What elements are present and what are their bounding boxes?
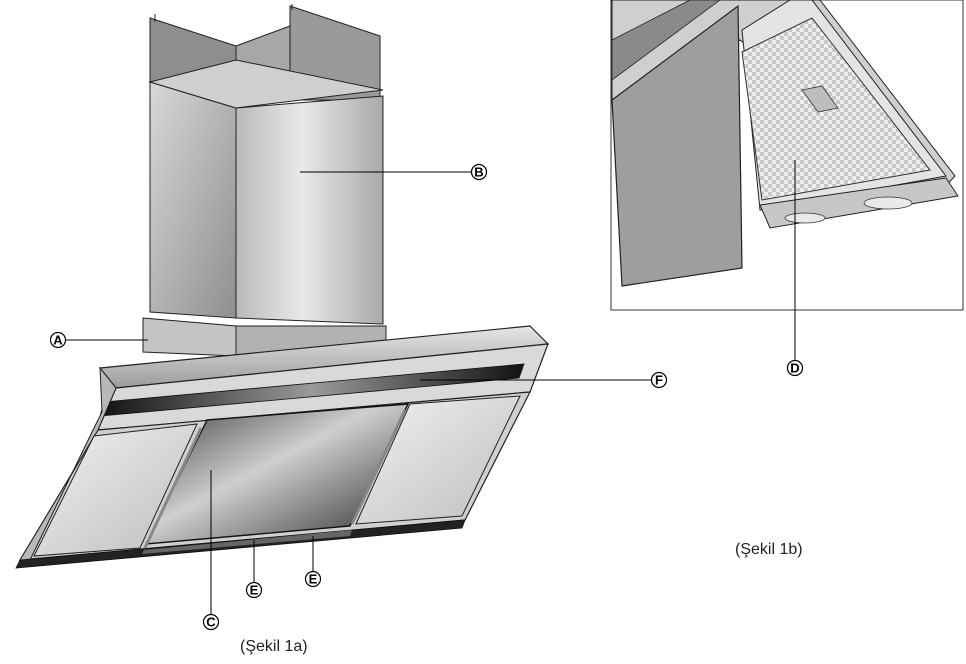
callout-d: D	[786, 160, 804, 377]
callout-e-right: E	[304, 536, 322, 588]
canopy-top	[97, 325, 550, 431]
detail-hood-underside	[611, 0, 959, 287]
figure-1b-filter-detail	[610, 0, 964, 311]
callout-a: A	[49, 331, 148, 349]
callout-d-label: D	[790, 361, 799, 376]
chimney-base	[142, 317, 387, 357]
callout-a-label: A	[53, 333, 63, 348]
callout-f: F	[420, 371, 668, 389]
figure-1a-caption: (Şekil 1a)	[240, 638, 308, 655]
chimney-cover	[148, 59, 384, 325]
callout-f-label: F	[655, 373, 663, 388]
callout-e-left-label: E	[250, 583, 259, 598]
callout-b-label: B	[474, 165, 483, 180]
figure-1b-caption: (Şekil 1b)	[735, 541, 803, 558]
callout-c-label: C	[206, 615, 216, 630]
callout-c: C	[202, 470, 220, 631]
callout-e-right-label: E	[309, 572, 318, 587]
callout-b: B	[300, 163, 488, 181]
callout-e-left: E	[245, 540, 263, 599]
figure-1a-hood	[15, 4, 550, 569]
